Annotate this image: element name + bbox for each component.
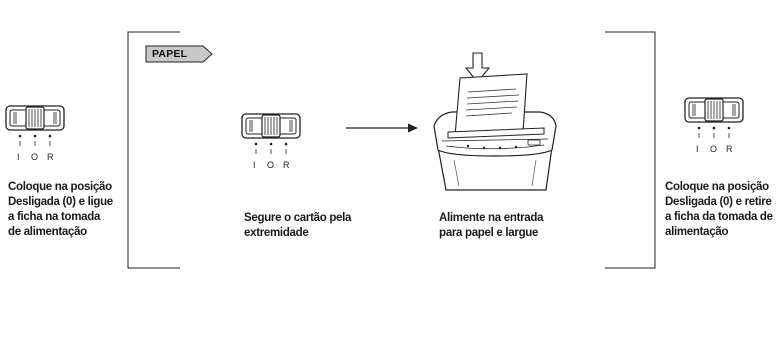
switch-2-label-rev: R [283, 160, 290, 170]
step-4-caption: Coloque na posição Desligada (0) e retir… [665, 181, 773, 238]
switch-1-label-rev: R [47, 152, 54, 162]
switch-1-label-off: O [31, 152, 39, 162]
switch-icon-1 [5, 105, 65, 147]
switch-2-label-off: O [267, 160, 275, 170]
switch-2-label-on: I [253, 160, 256, 170]
arrow-right-icon [346, 123, 418, 133]
switch-4-label-on: I [696, 144, 699, 154]
switch-icon-4 [684, 97, 744, 139]
switch-4-label-off: O [710, 144, 718, 154]
step-3-caption: Alimente na entrada para papel e largue [439, 212, 544, 239]
paper-tag-label: PAPEL [152, 48, 188, 60]
step-2-caption: Segure o cartão pela extremidade [244, 212, 352, 239]
switch-icon-2 [241, 113, 301, 155]
step-1-caption: Coloque na posição Desligada (0) e ligue… [8, 181, 113, 238]
switch-1-label-on: I [17, 152, 20, 162]
left-bracket [127, 31, 180, 269]
switch-4-label-rev: R [726, 144, 733, 154]
paper-tag [145, 45, 213, 63]
right-bracket [605, 31, 656, 269]
shredder-icon [433, 52, 557, 191]
